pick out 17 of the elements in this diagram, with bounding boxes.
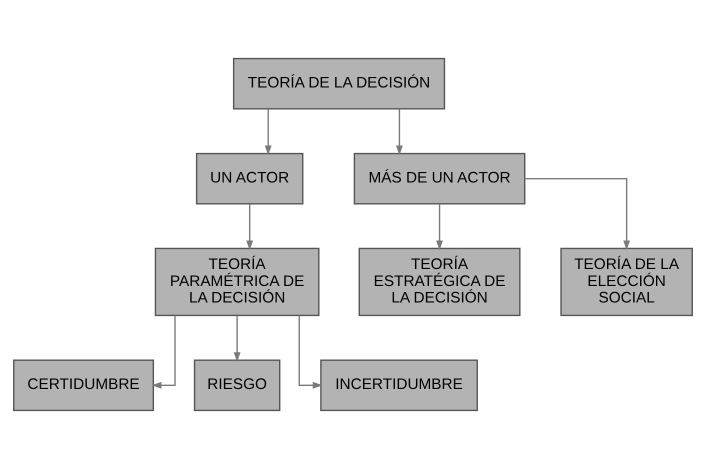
arrow xyxy=(152,316,176,389)
node-box: TEORÍA ESTRATÉGICA DE LA DECISIÓN xyxy=(358,248,521,316)
node-box: MÁS DE UN ACTOR xyxy=(354,152,526,204)
node-box: TEORÍA DE LA ELECCIÓN SOCIAL xyxy=(560,248,693,316)
arrow xyxy=(436,204,443,250)
arrow xyxy=(264,109,272,156)
node-box: INCERTIDUMBRE xyxy=(320,359,478,412)
arrow xyxy=(246,204,254,250)
node-box: TEORÍA PARAMÉTRICA DE LA DECISIÓN xyxy=(154,248,320,316)
node-box: RIESGO xyxy=(194,359,280,412)
arrow xyxy=(298,316,323,389)
node-box: TEORÍA DE LA DECISIÓN xyxy=(232,58,446,110)
arrow xyxy=(524,178,630,250)
node-box: CERTIDUMBRE xyxy=(13,359,154,412)
node-box: UN ACTOR xyxy=(196,152,304,204)
arrow xyxy=(234,316,241,362)
arrow xyxy=(396,109,403,156)
